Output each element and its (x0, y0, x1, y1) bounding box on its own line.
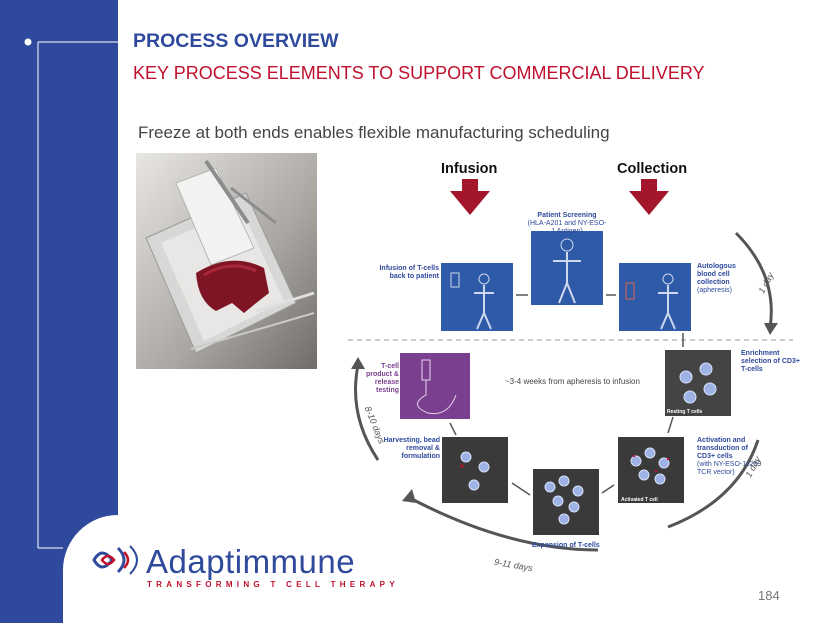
infusion-panel (441, 263, 513, 331)
sidebar-decoration (24, 38, 118, 549)
screening-detail: (HLA-A201 and NY-ESO-1 Antigen) (527, 220, 607, 236)
enrichment-label: Enrichment selection of CD3+ T-cells (741, 350, 800, 374)
activated-caption: Activated T cell (621, 497, 658, 503)
product-testing-panel (400, 353, 470, 419)
slide-title: PROCESS OVERVIEW (133, 30, 339, 52)
process-diagram (348, 179, 793, 552)
logo-tagline: TRANSFORMING T CELL THERAPY (147, 580, 399, 589)
activated-cells-panel (618, 437, 684, 503)
infusion-arrow (450, 179, 490, 215)
autologous-title: Autologous blood cell collection (697, 263, 736, 287)
body-text: Freeze at both ends enables flexible man… (138, 123, 610, 142)
activation-title: Activation and transduction of CD3+ cell… (697, 437, 748, 461)
center-note: ~3-4 weeks from apheresis to infusion (505, 377, 640, 386)
infusion-step-label: Infusion of T-cells back to patient (379, 265, 439, 281)
resting-cells-panel (665, 350, 731, 416)
expansion-label: Expansion of T-cells (532, 542, 600, 549)
product-testing-label: T-cell product & release testing (365, 363, 399, 395)
collection-panel (619, 263, 691, 331)
frozen-bag-photo (136, 153, 317, 369)
activation-label: Activation and transduction of CD3+ cell… (697, 437, 767, 477)
logo-wordmark: Adaptimmune (146, 543, 356, 580)
slide-subtitle: KEY PROCESS ELEMENTS TO SUPPORT COMMERCI… (133, 63, 705, 83)
resting-caption: Resting T cells (667, 409, 703, 415)
screening-title: Patient Screening (537, 212, 597, 219)
logo-panel (63, 515, 363, 623)
autologous-detail: (apheresis) (697, 287, 733, 295)
harvesting-panel (442, 437, 508, 503)
screening-label: Patient Screening (HLA-A201 and NY-ESO-1… (527, 212, 607, 236)
harvesting-label: Harvesting, bead removal & formulation (383, 437, 440, 461)
page-number: 184 (758, 588, 780, 603)
collection-label: Collection (617, 161, 688, 177)
adaptimmune-logo-icon (92, 545, 138, 575)
infusion-label: Infusion (441, 161, 498, 177)
activation-detail: (with NY-ESO-1c259 TCR vector) (697, 461, 762, 477)
autologous-label: Autologous blood cell collection (aphere… (697, 263, 753, 295)
collection-arrow (629, 179, 669, 215)
